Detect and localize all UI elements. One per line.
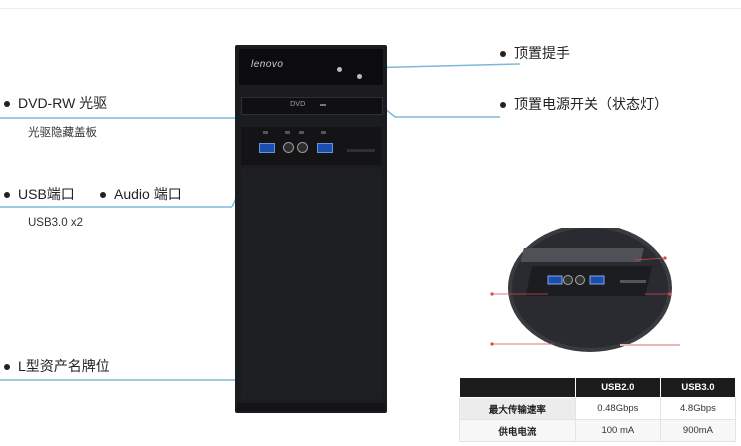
row-label: 最大传输速率 <box>459 397 576 420</box>
dvd-logo: DVD <box>290 100 306 108</box>
usb-callout: USB端口 <box>4 184 75 204</box>
usb-callout-title: USB端口 <box>18 186 75 202</box>
usb-port-icon <box>259 143 275 153</box>
table-row: 供电电流 100 mA 900mA <box>459 419 737 442</box>
audio-jack-icon <box>283 142 294 153</box>
top-handle-icon <box>337 67 342 72</box>
io-mark-icon <box>299 131 304 134</box>
row-label: 供电电流 <box>459 419 576 442</box>
bullet-dot-icon <box>500 102 506 109</box>
asset-tag-callout-title: L型资产名牌位 <box>18 358 110 374</box>
front-io-panel <box>241 127 381 165</box>
power-button-icon <box>357 74 362 79</box>
brand-logo: lenovo <box>251 59 284 70</box>
handle-callout: 顶置提手 <box>500 43 570 63</box>
bullet-dot-icon <box>100 192 106 199</box>
bullet-dot-icon <box>4 192 10 199</box>
audio-callout-title: Audio 端口 <box>114 186 182 202</box>
usb-spec-table: USB2.0 USB3.0 最大传输速率 0.48Gbps 4.8Gbps 供电… <box>459 377 737 442</box>
asset-tag-callout: L型资产名牌位 <box>4 356 110 376</box>
audio-callout: Audio 端口 <box>100 184 182 204</box>
table-header-blank <box>459 377 576 398</box>
usb-callout-subtitle: USB3.0 x2 <box>28 217 83 229</box>
cell-usb3-speed: 4.8Gbps <box>659 397 737 420</box>
power-callout: 顶置电源开关（状态灯） <box>500 94 668 114</box>
front-panel <box>241 169 381 399</box>
usb-port-icon <box>317 143 333 153</box>
dvd-callout-subtitle: 光驱隐藏盖板 <box>28 127 97 139</box>
table-header-usb3: USB3.0 <box>659 377 737 398</box>
io-closeup-photo <box>490 228 680 352</box>
card-slot <box>347 149 375 152</box>
desktop-tower: lenovo DVD <box>235 45 387 413</box>
bullet-dot-icon <box>500 51 506 58</box>
dvd-callout: DVD-RW 光驱 <box>4 93 107 113</box>
table-row: 最大传输速率 0.48Gbps 4.8Gbps <box>459 397 737 420</box>
bullet-dot-icon <box>4 101 10 108</box>
power-callout-title: 顶置电源开关（状态灯） <box>514 96 668 112</box>
audio-jack-icon <box>297 142 308 153</box>
bullet-dot-icon <box>4 364 10 371</box>
cell-usb3-current: 900mA <box>659 419 737 442</box>
handle-callout-title: 顶置提手 <box>514 45 570 61</box>
dvd-callout-title: DVD-RW 光驱 <box>18 95 108 111</box>
cell-usb2-speed: 0.48Gbps <box>574 397 661 420</box>
io-mark-icon <box>321 131 326 134</box>
eject-icon <box>320 104 326 106</box>
top-bezel: lenovo <box>239 49 383 85</box>
io-mark-icon <box>285 131 290 134</box>
table-header-usb2: USB2.0 <box>574 377 661 398</box>
top-divider <box>0 8 741 9</box>
cell-usb2-current: 100 mA <box>574 419 661 442</box>
tower-foot <box>237 403 385 411</box>
dvd-bay: DVD <box>241 97 383 115</box>
io-mark-icon <box>263 131 268 134</box>
